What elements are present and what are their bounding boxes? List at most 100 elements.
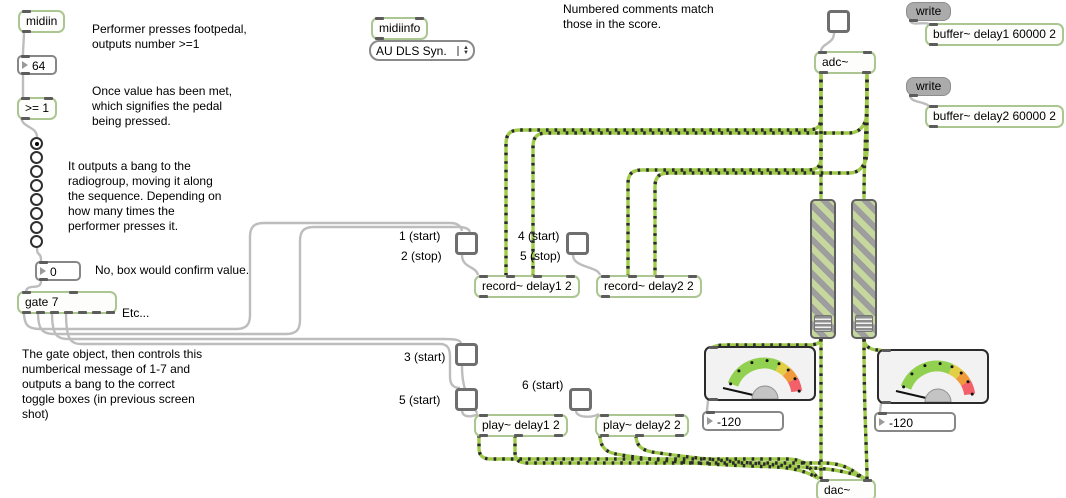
outlet-tab [882,401,891,404]
radio-button-7[interactable] [30,221,43,234]
outlet-tab [36,311,45,314]
adc-object: adc~ [814,51,876,74]
outlet-tab [22,311,31,314]
inlet-tab [687,275,697,278]
comment-numbered: Numbered comments match those in the sco… [563,2,714,31]
play2-toggle[interactable] [569,388,592,411]
gain-slider-2[interactable] [851,199,877,339]
synth-dropdown-value: AU DLS Syn. [376,43,447,58]
write-message-2[interactable]: write [906,77,952,97]
threshold-object: >= 1 [17,97,58,120]
number-triangle-icon [879,418,885,426]
play2-label: play~ delay2 2 [603,418,681,432]
number-triangle-icon [22,61,28,69]
pedal-number-value: 64 [32,59,46,73]
play1-toggle-b[interactable] [455,388,478,411]
radio-button-8[interactable] [30,235,43,248]
record2-label: record~ delay2 2 [604,279,694,293]
radio-button-3[interactable] [30,165,43,178]
inlet-tab [929,23,938,26]
inlet-tab [706,411,715,414]
inlet-tab [818,51,827,54]
outlet-tab [600,434,609,437]
outlet-tab [39,278,48,281]
adc-label: adc~ [822,55,849,69]
inlet-tab [565,275,575,278]
radio-button-2[interactable] [30,151,43,164]
synth-dropdown[interactable]: AU DLS Syn. ▲ ▼ [369,40,475,61]
inlet-tab [506,275,515,278]
record2-object: record~ delay2 2 [596,275,702,298]
gain-slider-1-handle[interactable] [814,315,832,332]
inlet-tab [601,275,610,278]
play1-toggle-a[interactable] [455,343,478,366]
inlet-tab [22,291,31,294]
buffer2-label: buffer~ delay2 60000 2 [933,109,1056,123]
outlet-tab [375,37,384,40]
pedal-number-box[interactable]: 64 [17,55,57,75]
gain-slider-2-handle[interactable] [855,315,873,332]
outlet-tab [479,295,488,298]
level-meter-2 [877,349,989,404]
radio-button-5[interactable] [30,193,43,206]
label-6-start: 6 (start) [522,378,564,392]
level1-number-box[interactable]: -120 [702,411,784,431]
sequence-number-box[interactable]: 0 [35,261,81,281]
level1-value: -120 [717,415,742,429]
comment-bang-radiogroup: It outputs a bang to the radiogroup, mov… [68,159,222,233]
inlet-tab [878,412,887,415]
level2-number-box[interactable]: -120 [874,412,956,432]
outlet-tab [635,434,644,437]
inlet-tab [533,275,542,278]
arrow-down-icon: ▼ [463,49,469,56]
inlet-tab [44,97,54,100]
gain-slider-1[interactable] [810,199,836,339]
label-5-stop: 5 (stop) [520,249,561,263]
outlet-tab [819,71,828,74]
inlet-tab [69,291,78,294]
inlet-tab [882,349,891,352]
inlet-tab [21,97,30,100]
inlet-tab [479,275,488,278]
comment-etc: Etc... [122,306,150,320]
outlet-tab [909,19,918,22]
write-message-1[interactable]: write [906,2,952,22]
record1-toggle[interactable] [455,232,478,255]
stepper-arrows-icon[interactable]: ▲ ▼ [457,45,473,56]
outlet-tab [862,71,871,74]
adc-toggle[interactable] [827,10,850,33]
radio-button-6[interactable] [30,207,43,220]
radio-button-4[interactable] [30,179,43,192]
inlet-tab [415,17,425,20]
number-triangle-icon [707,417,713,425]
level2-value: -120 [889,416,914,430]
outlet-tab [709,398,718,401]
outlet-tab [674,434,684,437]
label-5-start: 5 (start) [399,393,441,407]
midiinfo-object: midiinfo [371,17,429,40]
inlet-tab [820,479,829,482]
outlet-tab [64,311,73,314]
inlet-tab [709,346,718,349]
midiin-label: midiin [26,14,58,28]
midiinfo-label: midiinfo [379,21,421,35]
dac-label: dac~ [824,483,851,497]
buffer1-label: buffer~ delay1 60000 2 [933,27,1056,41]
outlet-tab [553,434,563,437]
outlet-tab [929,125,938,128]
radio-button-1[interactable] [30,137,43,150]
outlet-tab [601,295,610,298]
outlet-tab [92,311,101,314]
record2-toggle[interactable] [566,232,589,255]
meter-gauge [895,360,976,403]
outlet-tab [514,434,523,437]
inlet-tab [21,55,30,58]
sequence-number-value: 0 [50,265,57,279]
inlet-tab [863,51,872,54]
dac-object: dac~ [816,479,876,498]
comment-footpedal: Performer presses footpedal, outputs num… [92,22,247,51]
outlet-tab [78,311,87,314]
comment-value-met: Once value has been met, which signifies… [92,84,233,128]
outlet-tab [50,311,59,314]
